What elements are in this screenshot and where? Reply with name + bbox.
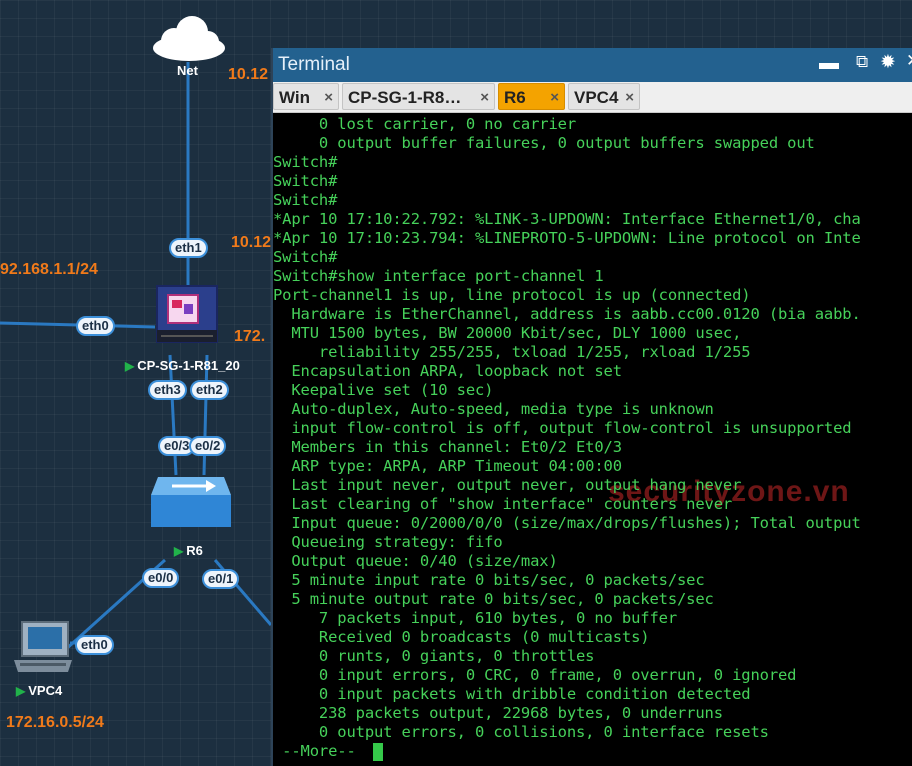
terminal-line: 5 minute input rate 0 bits/sec, 0 packet… — [273, 571, 705, 589]
interface-label[interactable]: eth3 — [148, 380, 187, 400]
tab-close-icon[interactable]: × — [625, 89, 634, 106]
terminal-line: 0 lost carrier, 0 no carrier — [273, 115, 576, 133]
watermark: securityzone.vn — [608, 475, 850, 508]
ip-label: 172.16.0.5/24 — [6, 714, 104, 731]
tab-label: Win — [279, 88, 311, 107]
tab-close-icon[interactable]: × — [550, 89, 559, 106]
switch-name: R6 — [186, 543, 203, 558]
close-icon[interactable]: ✕ — [906, 51, 912, 71]
terminal-line: 5 minute output rate 0 bits/sec, 0 packe… — [273, 590, 714, 608]
terminal-line: Keepalive set (10 sec) — [273, 381, 494, 399]
interface-label[interactable]: eth2 — [190, 380, 229, 400]
terminal-line: Input queue: 0/2000/0/0 (size/max/drops/… — [273, 514, 861, 532]
link-eth3-e03[interactable] — [168, 354, 178, 476]
terminal-line: Auto-duplex, Auto-speed, media type is u… — [273, 400, 714, 418]
switch-label: ▶R6 — [174, 543, 203, 558]
interface-label[interactable]: eth0 — [75, 635, 114, 655]
terminal-tab-bar: Win × CP-SG-1-R8… × R6 × VPC4 × — [273, 82, 912, 113]
running-indicator-icon: ▶ — [16, 684, 26, 698]
vpc-label: ▶VPC4 — [16, 683, 62, 698]
terminal-line: Port-channel1 is up, line protocol is up… — [273, 286, 751, 304]
terminal-line: Switch# — [273, 191, 338, 209]
cloud-icon — [153, 16, 225, 61]
vpc-name: VPC4 — [28, 683, 63, 698]
tab-label: VPC4 — [574, 88, 619, 107]
terminal-line: Last clearing of "show interface" counte… — [273, 495, 733, 513]
terminal-line: Switch# — [273, 172, 338, 190]
firewall-node[interactable] — [153, 282, 221, 348]
computer-icon — [14, 621, 72, 672]
interface-label[interactable]: eth1 — [169, 238, 208, 258]
running-indicator-icon: ▶ — [125, 359, 135, 373]
terminal-line: Members in this channel: Et0/2 Et0/3 — [273, 438, 622, 456]
tab-close-icon[interactable]: × — [324, 89, 333, 106]
terminal-line: 0 runts, 0 giants, 0 throttles — [273, 647, 595, 665]
terminal-line: 238 packets output, 22968 bytes, 0 under… — [273, 704, 723, 722]
interface-label[interactable]: e0/1 — [202, 569, 240, 589]
ip-label: 92.168.1.1/24 — [0, 261, 98, 278]
terminal-line: Switch#show interface port-channel 1 — [273, 267, 604, 285]
interface-label[interactable]: eth0 — [76, 316, 115, 336]
terminal-line: 0 input errors, 0 CRC, 0 frame, 0 overru… — [273, 666, 797, 684]
terminal-line: input flow-control is off, output flow-c… — [273, 419, 852, 437]
minimize-icon[interactable]: ▬ — [819, 52, 839, 74]
interface-label[interactable]: e0/0 — [142, 568, 180, 588]
terminal-line: Switch# — [273, 153, 338, 171]
terminal-line: Switch# — [273, 248, 338, 266]
net-label: Net — [177, 63, 198, 78]
switch-icon — [151, 477, 231, 527]
terminal-line: Last input never, output never, output h… — [273, 476, 742, 494]
switch-node[interactable] — [150, 475, 232, 531]
vpc-node[interactable] — [12, 620, 74, 676]
terminal-output[interactable]: securityzone.vn 0 lost carrier, 0 no car… — [273, 113, 912, 766]
running-indicator-icon: ▶ — [174, 544, 184, 558]
net-node[interactable] — [150, 14, 228, 62]
terminal-line: 0 input packets with dribble condition d… — [273, 685, 751, 703]
tab-r6[interactable]: R6 × — [498, 83, 565, 110]
ip-label: 10.12 — [228, 66, 269, 83]
terminal-line: Output queue: 0/40 (size/max) — [273, 552, 558, 570]
terminal-line: 0 output errors, 0 collisions, 0 interfa… — [273, 723, 769, 741]
terminal-title: Terminal — [278, 54, 350, 75]
tab-label: R6 — [504, 88, 526, 107]
interface-label[interactable]: e0/2 — [189, 436, 227, 456]
firewall-name: CP-SG-1-R81_20 — [137, 358, 240, 373]
ip-label: 10.12 — [231, 234, 272, 251]
firewall-icon — [156, 285, 218, 343]
terminal-line: Hardware is EtherChannel, address is aab… — [273, 305, 861, 323]
tab-close-icon[interactable]: × — [480, 89, 489, 106]
terminal-titlebar[interactable]: Terminal ▬ ⧉ ✹ ✕ — [273, 48, 912, 82]
terminal-line: *Apr 10 17:10:23.794: %LINEPROTO-5-UPDOW… — [273, 229, 861, 247]
terminal-line: --More-- — [273, 742, 365, 760]
terminal-window[interactable]: Terminal ▬ ⧉ ✹ ✕ Win × CP-SG-1-R8… × R6 × V… — [271, 48, 912, 766]
terminal-line: Queueing strategy: fifo — [273, 533, 503, 551]
tab-label: CP-SG-1-R8… — [348, 88, 462, 107]
tab-cp-sg[interactable]: CP-SG-1-R8… × — [342, 83, 495, 110]
terminal-line: MTU 1500 bytes, BW 20000 Kbit/sec, DLY 1… — [273, 324, 742, 342]
tab-win[interactable]: Win × — [273, 83, 339, 110]
terminal-line: Encapsulation ARPA, loopback not set — [273, 362, 622, 380]
terminal-line: ARP type: ARPA, ARP Timeout 04:00:00 — [273, 457, 622, 475]
terminal-line: 7 packets input, 610 bytes, 0 no buffer — [273, 609, 677, 627]
firewall-label: ▶CP-SG-1-R81_20 — [125, 358, 240, 373]
terminal-line: 0 output buffer failures, 0 output buffe… — [273, 134, 815, 152]
terminal-line: reliability 255/255, txload 1/255, rxloa… — [273, 343, 751, 361]
tab-vpc4[interactable]: VPC4 × — [568, 83, 640, 110]
gear-icon[interactable]: ✹ — [880, 52, 896, 73]
ip-label: 172. — [234, 328, 266, 345]
terminal-line: Received 0 broadcasts (0 multicasts) — [273, 628, 650, 646]
link-eth2-e02[interactable] — [202, 354, 209, 476]
restore-icon[interactable]: ⧉ — [856, 52, 869, 71]
terminal-line: *Apr 10 17:10:22.792: %LINK-3-UPDOWN: In… — [273, 210, 861, 228]
terminal-cursor — [373, 743, 383, 761]
